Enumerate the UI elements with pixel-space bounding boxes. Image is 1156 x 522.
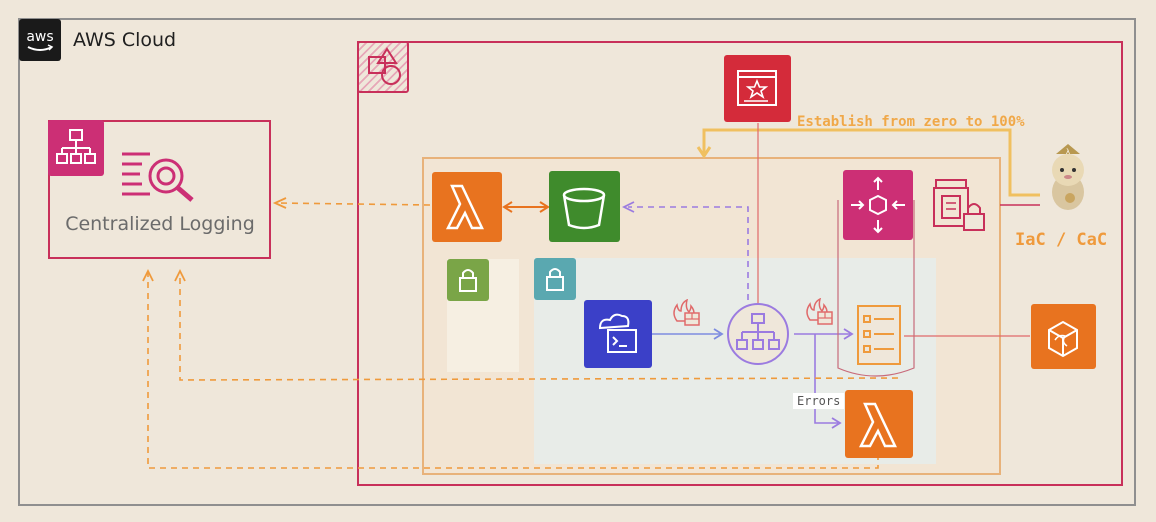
aws-cloud-boundary: [18, 18, 1136, 506]
load-balancer-icon: [722, 302, 794, 370]
connector-lb-s3: [628, 206, 749, 300]
log-search-icon: [120, 148, 200, 208]
firewall-icon: [669, 298, 701, 331]
ec2-instance-icon: [584, 300, 652, 368]
s3-bucket-icon: [549, 171, 620, 242]
connector-logs-return-2: [147, 273, 879, 469]
organizations-icon: [48, 120, 104, 176]
cloudfront-icon: [1031, 304, 1096, 369]
centralized-logging-label: Centralized Logging: [65, 213, 255, 235]
target-group-icon: [854, 304, 904, 372]
iac-label: IaC / CaC: [1015, 230, 1108, 250]
connector-establish: [702, 128, 1040, 197]
svg-text:λ: λ: [1066, 148, 1070, 156]
account-icon: [357, 41, 409, 93]
establish-label: Establish from zero to 100%: [797, 114, 1025, 130]
connector-lambda-logging: [277, 202, 431, 206]
cloud-title: AWS Cloud: [73, 29, 177, 51]
aws-logo-icon: aws: [19, 19, 61, 61]
firewall-icon: [802, 297, 834, 330]
public-subnet-lock-icon: [534, 258, 576, 300]
lambda-icon: [432, 172, 502, 242]
security-hub-icon: [724, 55, 791, 122]
vpc-endpoint-icon: [843, 170, 913, 240]
lambda-errors-icon: [845, 390, 913, 458]
centralized-logging-box: [48, 120, 271, 259]
errors-label: Errors: [793, 393, 845, 409]
iac-mascot-icon: λ: [1040, 140, 1096, 218]
connector-logs-return-1: [179, 273, 899, 381]
aws-logo-text: aws: [26, 29, 53, 45]
account-boundary: [357, 41, 1123, 486]
private-subnet-lock-icon: [447, 259, 489, 301]
connector-errors: [814, 334, 838, 424]
security-group-outline: [837, 200, 915, 377]
config-lock-icon: [930, 176, 992, 238]
